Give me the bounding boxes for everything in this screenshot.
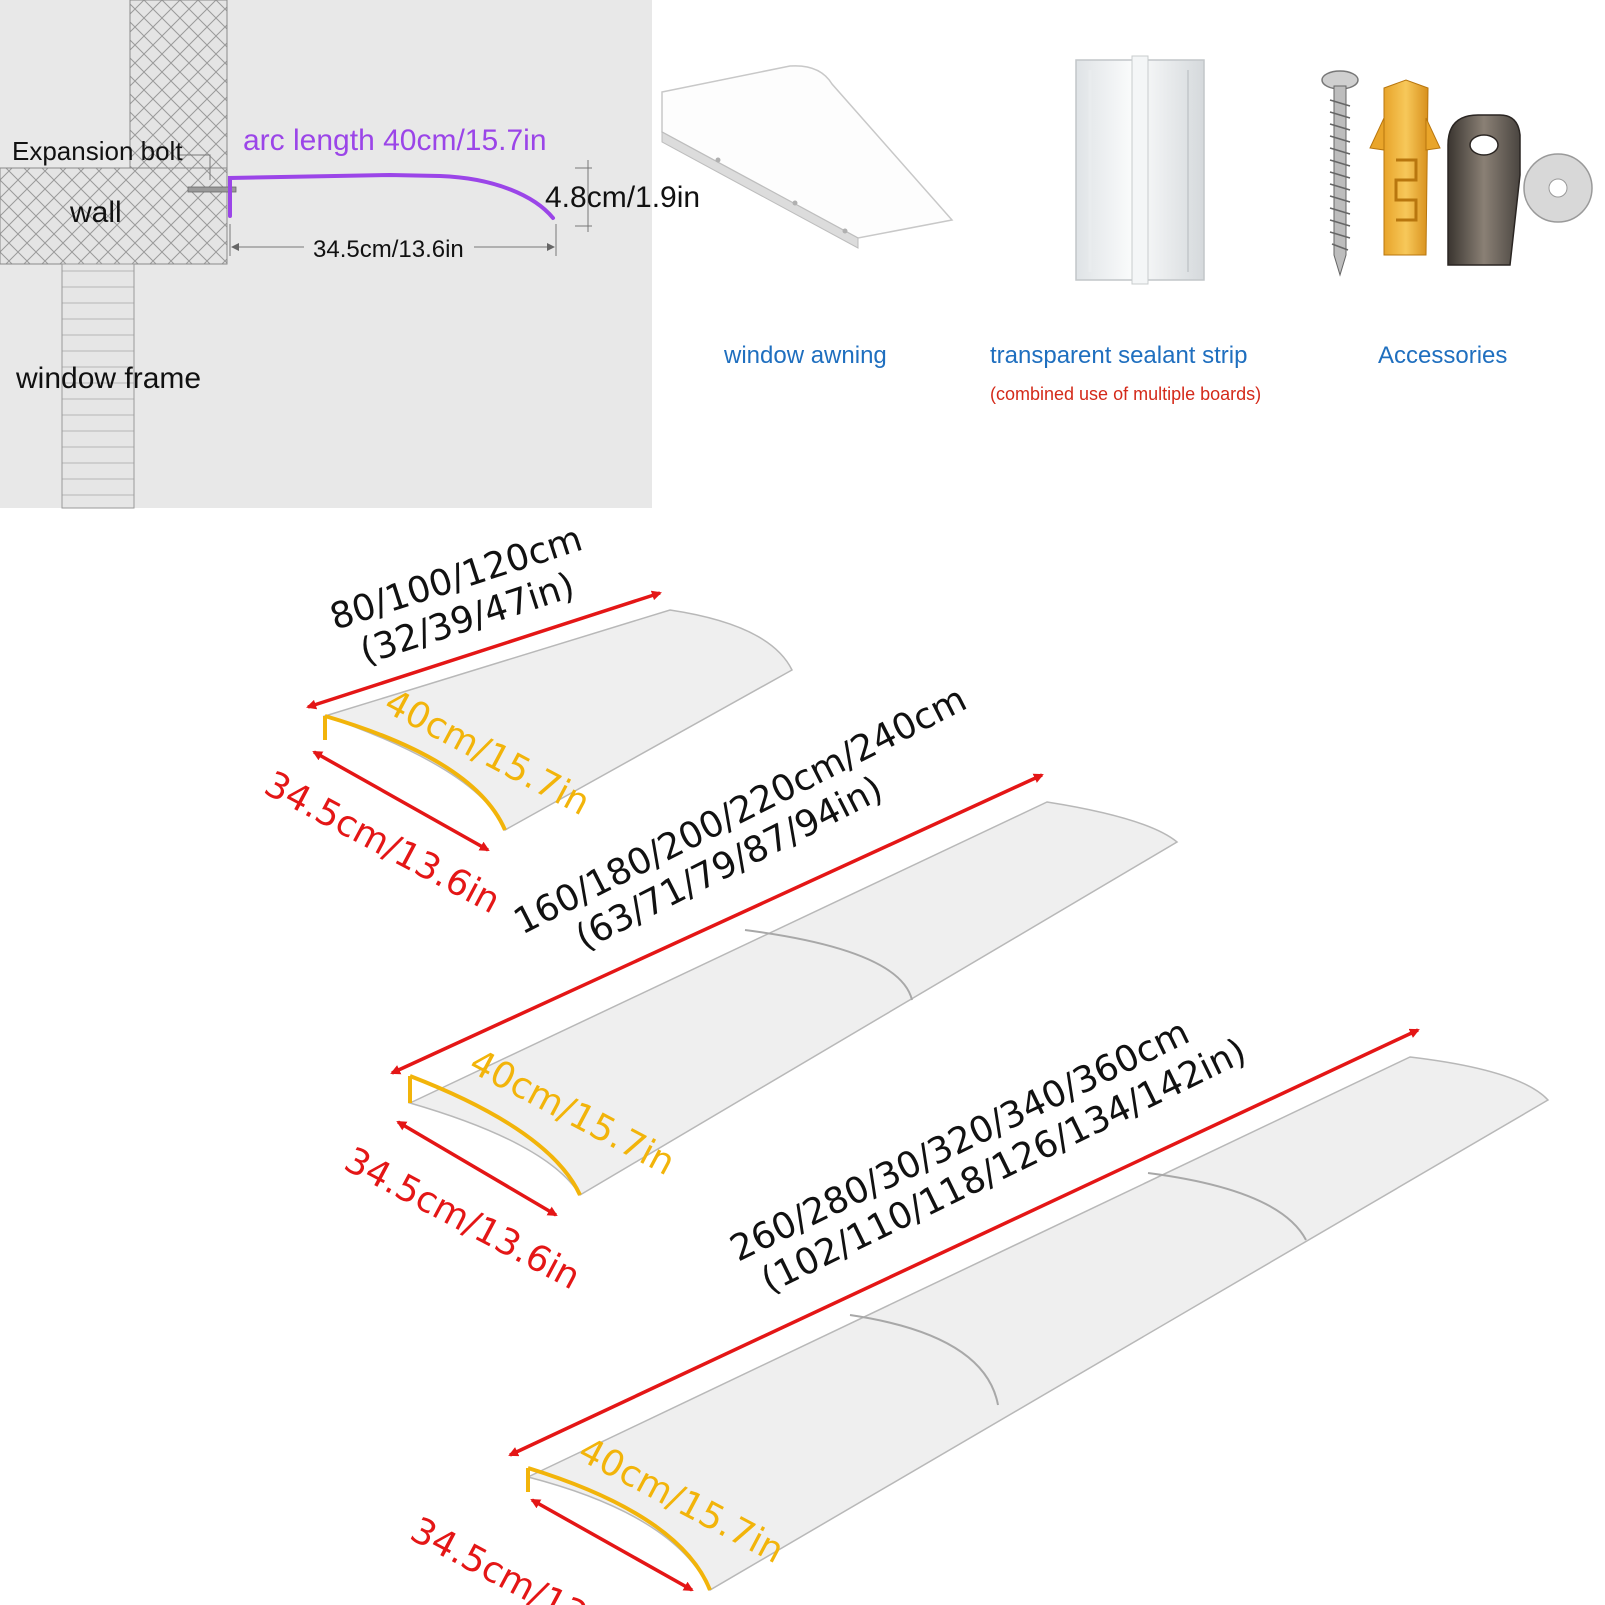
- product-label-window-awning: window awning: [723, 342, 887, 369]
- length-arrow-1: [306, 590, 662, 710]
- awning-profile: [228, 172, 555, 220]
- bolt-leader-line: [178, 154, 211, 180]
- bracket-icon: [1447, 114, 1521, 266]
- products-row: window awning transparent sealant strip …: [661, 55, 1593, 404]
- depth-arrow-3: [530, 1498, 694, 1592]
- length-arrow-3: [508, 1028, 1420, 1457]
- length-arrow-2: [390, 773, 1044, 1075]
- product-label-sealant-strip: transparent sealant strip: [990, 342, 1247, 369]
- expansion-bolt: [187, 186, 237, 193]
- product-note-sealant-strip: (combined use of multiple boards): [990, 384, 1261, 404]
- label-wall: wall: [69, 196, 122, 229]
- wall-upper: [129, 0, 228, 169]
- section-diagram: Expansion bolt wall window frame arc len…: [0, 0, 700, 509]
- sealant-strip-icon: [1075, 55, 1205, 285]
- awning-panel-icon: [661, 65, 954, 249]
- window-frame: [61, 263, 135, 509]
- label-depth: 34.5cm/13.6in: [313, 236, 464, 263]
- label-window-frame: window frame: [15, 362, 201, 395]
- wall-block: [0, 167, 228, 265]
- wall-anchor-icon: [1383, 79, 1429, 256]
- label-height: 4.8cm/1.9in: [545, 181, 700, 214]
- label-arc-length: arc length 40cm/15.7in: [243, 124, 547, 157]
- depth-label-3: 34.5cm/13.6in: [404, 1510, 653, 1605]
- screw-anchor-bracket-washer-icon: [1321, 70, 1593, 277]
- label-expansion-bolt: Expansion bolt: [12, 136, 183, 166]
- product-label-accessories: Accessories: [1378, 342, 1507, 369]
